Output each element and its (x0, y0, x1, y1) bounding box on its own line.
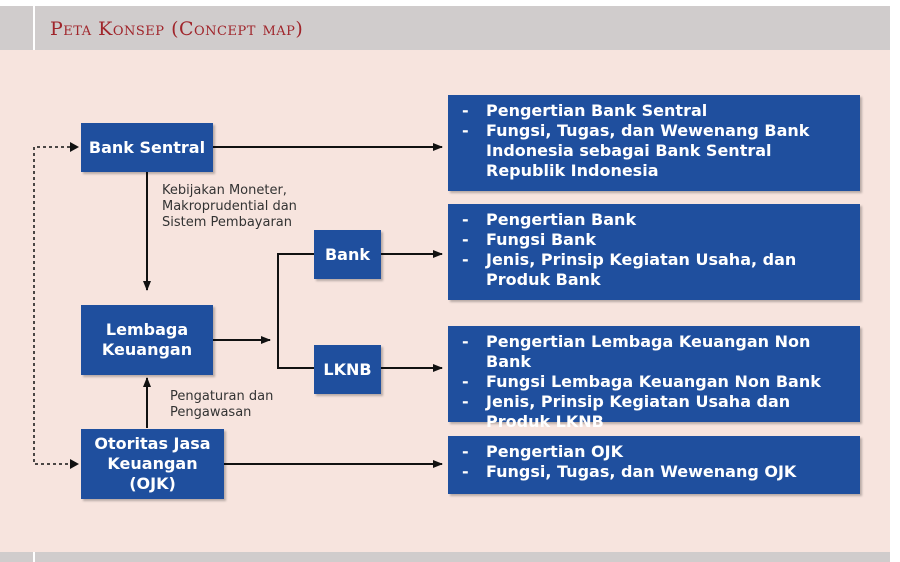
page-title: Peta Konsep (Concept map) (50, 18, 304, 40)
label-pengaturan: Pengaturan dan Pengawasan (170, 389, 274, 420)
dotted-arrowhead-bottom (70, 459, 79, 469)
header-bar (0, 6, 890, 50)
node-ojk: Otoritas Jasa Keuangan (OJK) (81, 429, 224, 499)
node-bank: Bank (314, 230, 381, 279)
info-item: Pengertian Lembaga Keuangan Non Bank (462, 332, 850, 372)
info-box-lknb: Pengertian Lembaga Keuangan Non Bank Fun… (448, 326, 860, 431)
header-divider (33, 6, 35, 50)
info-item: Pengertian Bank (462, 210, 850, 230)
info-item: Fungsi, Tugas, dan Wewenang OJK (462, 462, 850, 482)
info-box-ojk: Pengertian OJK Fungsi, Tugas, dan Wewena… (448, 436, 860, 494)
info-item: Pengertian Bank Sentral (462, 101, 850, 121)
dotted-arrowhead-top (70, 142, 79, 152)
node-lknb: LKNB (314, 345, 381, 394)
info-box-bank: Pengertian Bank Fungsi Bank Jenis, Prins… (448, 204, 860, 300)
info-item: Jenis, Prinsip Kegiatan Usaha dan Produk… (462, 392, 850, 432)
footer-bar (0, 552, 890, 562)
info-item: Pengertian OJK (462, 442, 850, 462)
info-box-bank-sentral: Pengertian Bank Sentral Fungsi, Tugas, d… (448, 95, 860, 191)
info-item: Fungsi, Tugas, dan Wewenang Bank Indones… (462, 121, 850, 181)
edge-split-bracket (277, 253, 314, 369)
info-item: Fungsi Bank (462, 230, 850, 250)
edge-dotted-loop (33, 146, 76, 465)
info-item: Fungsi Lembaga Keuangan Non Bank (462, 372, 850, 392)
info-item: Jenis, Prinsip Kegiatan Usaha, dan Produ… (462, 250, 850, 290)
node-lembaga-keuangan: Lembaga Keuangan (81, 305, 213, 375)
node-bank-sentral: Bank Sentral (81, 123, 213, 172)
footer-divider (33, 552, 35, 562)
label-kebijakan: Kebijakan Moneter, Makroprudential dan S… (162, 183, 297, 230)
